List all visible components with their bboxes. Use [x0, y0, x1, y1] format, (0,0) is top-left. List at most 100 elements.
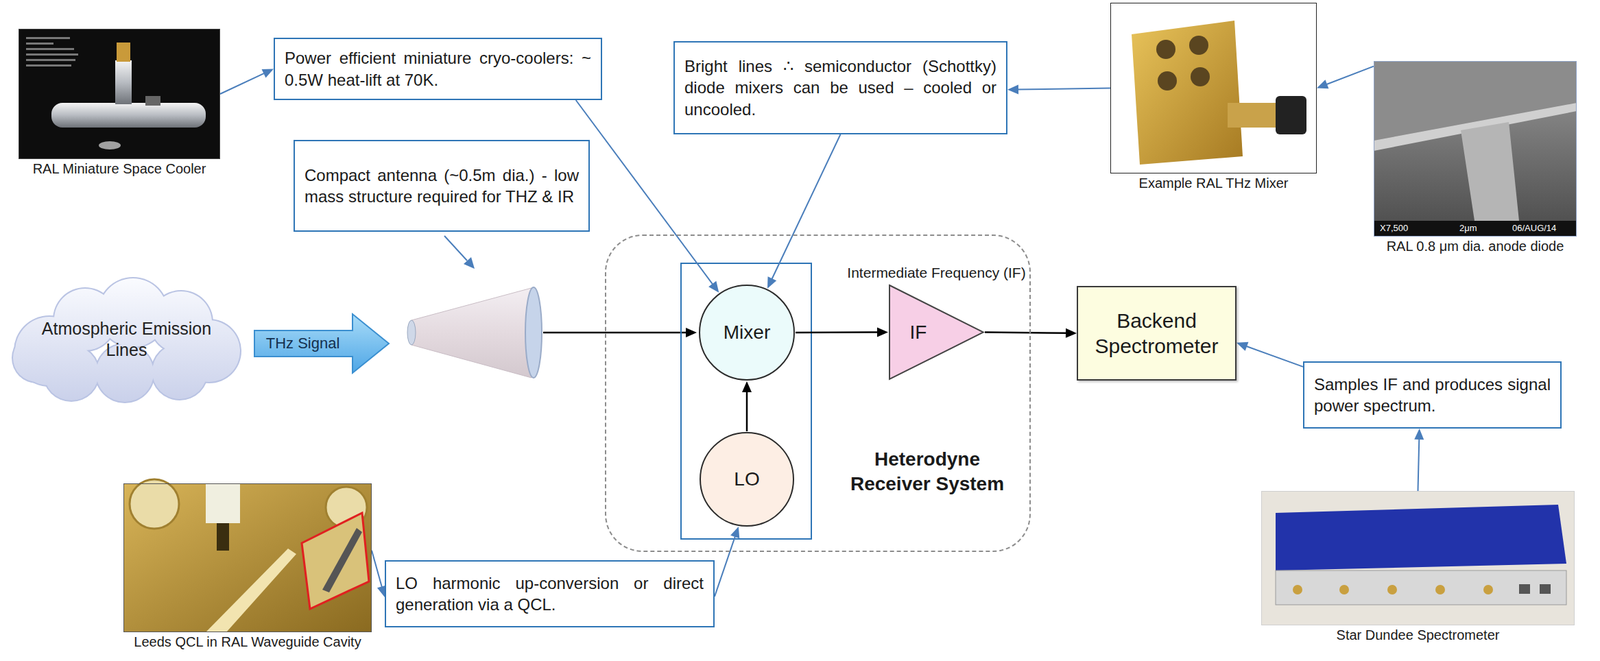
- circle-text: Mixer: [723, 321, 771, 344]
- connector-line: [371, 550, 382, 589]
- sem-strip: [1373, 220, 1577, 237]
- connector-line: [984, 332, 1068, 334]
- photo-caption: RAL Miniature Space Cooler: [32, 161, 207, 177]
- heading-text: Intermediate Frequency (IF): [833, 264, 1040, 282]
- photo-detail: [26, 53, 79, 56]
- scale-label: 06/AUG/14: [1512, 222, 1557, 234]
- disc: [98, 141, 121, 150]
- callout-text: Bright lines ∴ semiconductor (Schottky) …: [684, 55, 997, 121]
- cloud-text: Atmospheric Emission Lines: [41, 318, 213, 362]
- arrow-head: [1065, 328, 1077, 339]
- photo-detail: [26, 64, 72, 67]
- arrow-text: THz Signal: [253, 311, 353, 376]
- cloud-fill: [13, 278, 241, 402]
- leader-line: [444, 235, 468, 261]
- photo-detail: [26, 48, 75, 51]
- photo-caption: Example RAL THz Mixer: [1139, 175, 1289, 192]
- scale-label: X7,500: [1379, 222, 1408, 234]
- sem-pillar: [1460, 122, 1520, 221]
- enclosure-rect: [681, 263, 812, 540]
- callout-text: Samples IF and produces signal power spe…: [1314, 373, 1551, 417]
- connector-line: [746, 390, 749, 432]
- amplifier-triangle: Intermediate Frequency (IF)IF: [888, 283, 985, 381]
- circle-text: LO: [733, 468, 760, 491]
- panel-connector: [1435, 584, 1446, 595]
- panel-port: [1539, 584, 1551, 594]
- group-title: Heterodyne Receiver System: [838, 447, 1017, 498]
- connector-line: [220, 72, 265, 94]
- block-hole: [1156, 39, 1176, 59]
- cold-tip: [116, 42, 131, 62]
- photo-detail: [322, 528, 363, 593]
- photo-detail: [26, 37, 70, 40]
- callout-text: LO harmonic up-conversion or direct gene…: [395, 572, 704, 616]
- mixer-photo: Example RAL THz Mixer: [1110, 2, 1317, 174]
- connector-line: [1418, 438, 1420, 492]
- connector-line: [1325, 66, 1374, 86]
- cooler-photo: RAL Miniature Space Cooler: [18, 28, 221, 160]
- connector: [1414, 428, 1424, 492]
- qcl-photo: Leeds QCL in RAL Waveguide Cavity: [123, 483, 372, 633]
- signal-arrow: THz Signal: [253, 311, 392, 376]
- arrow-head: [708, 281, 719, 293]
- triangle-shape: [889, 285, 984, 380]
- cooler-body: [51, 102, 206, 128]
- callout-text: Power efficient miniature cryo-coolers: …: [284, 47, 592, 90]
- photo-detail: [216, 523, 230, 551]
- connector: [984, 328, 1077, 339]
- connector: [145, 96, 161, 106]
- arrow-head: [685, 327, 697, 338]
- block-hole: [1189, 35, 1209, 55]
- antenna-dish: [525, 287, 542, 378]
- lo-circle: LO: [698, 431, 795, 528]
- connector-line: [714, 535, 736, 597]
- connector: [742, 381, 752, 432]
- callout-box: Power efficient miniature cryo-coolers: …: [273, 37, 603, 101]
- antenna-cone: [411, 288, 532, 378]
- callout-box: Compact antenna (~0.5m dia.) - low mass …: [293, 139, 590, 232]
- process-box: Backend Spectrometer: [1076, 285, 1237, 381]
- mixer-connector: [1227, 102, 1283, 128]
- panel-connector: [1339, 584, 1349, 595]
- photo-caption: RAL 0.8 μm dia. anode diode: [1386, 238, 1565, 255]
- arrow-head: [463, 257, 475, 269]
- cloud-outline: [11, 277, 242, 404]
- arrow-head: [730, 526, 740, 539]
- panel-connector: [1387, 584, 1397, 595]
- panel-connector: [1292, 584, 1303, 595]
- cold-finger: [115, 60, 132, 105]
- scale-label: 2μm: [1459, 222, 1478, 234]
- emission-cloud: Atmospheric Emission Lines: [8, 275, 245, 404]
- connector: [767, 134, 841, 289]
- photo-caption: Star Dundee Spectrometer: [1336, 627, 1500, 644]
- block-hole: [1157, 71, 1177, 91]
- photo-detail: [205, 483, 241, 524]
- photo-detail: [129, 479, 179, 529]
- photo-caption: Leeds QCL in RAL Waveguide Cavity: [133, 634, 361, 651]
- photo-detail: [26, 42, 54, 45]
- block-hole: [1190, 67, 1210, 87]
- connector: [1236, 342, 1304, 367]
- connector-line: [771, 134, 841, 280]
- signal-line: [543, 331, 687, 334]
- arrow-head: [767, 276, 777, 289]
- mixer-block: [1131, 20, 1243, 165]
- shape-outline: [888, 283, 985, 381]
- connector: [1316, 66, 1374, 90]
- arrow-head: [1007, 84, 1019, 94]
- panel-port: [1519, 584, 1531, 594]
- box-text: Backend Spectrometer: [1084, 307, 1229, 360]
- diode-photo: RAL 0.8 μm dia. anode diode: [1373, 61, 1577, 237]
- photo-detail: [26, 58, 76, 62]
- connector: [220, 69, 274, 95]
- spectrometer-photo: Star Dundee Spectrometer: [1261, 491, 1575, 626]
- arrow-head: [742, 381, 752, 393]
- antenna-apex: [407, 320, 416, 345]
- connector: [714, 526, 740, 597]
- front-panel: [1275, 570, 1567, 605]
- connector-cap: [1275, 96, 1307, 135]
- arrow-head: [1236, 342, 1249, 352]
- cloud-lobe: [152, 344, 208, 400]
- circle-shape: [700, 432, 794, 527]
